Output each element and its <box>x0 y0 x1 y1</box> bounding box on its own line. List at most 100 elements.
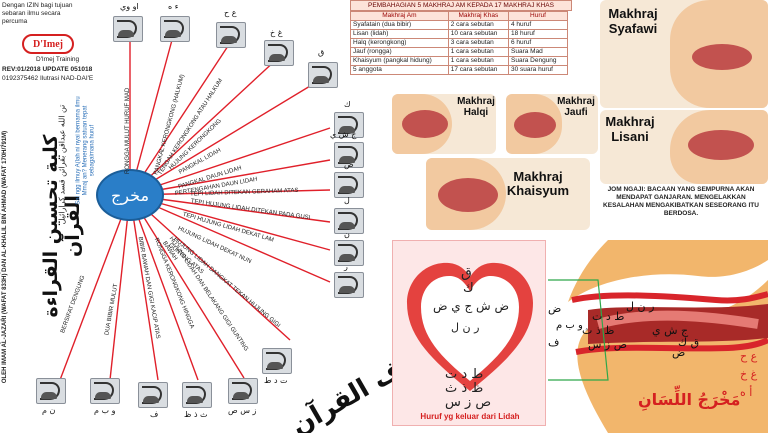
mouth-thumbnail <box>334 142 364 168</box>
halqi-illustration <box>392 94 496 154</box>
table-header-row: Makhraj Am Makhraj Khas Huruf <box>350 11 568 21</box>
tongue-label: أ ه <box>740 386 753 399</box>
tongue-title: مَخْرَجُ اللِّسَانِ <box>638 390 741 409</box>
table-cell: Syafatain (dua bibir) <box>350 20 449 30</box>
thumb-letters: او وي <box>120 2 139 11</box>
khaisyum-illustration <box>426 158 590 230</box>
lisani-title: Makhraj Lisani <box>605 114 655 144</box>
tongue-illustration <box>548 240 768 433</box>
table-cell: Jauf (rongga) <box>350 47 449 57</box>
tongue-label: ع ح <box>740 350 758 363</box>
thumb-letters: ق <box>318 48 325 57</box>
syafawi-illustration <box>600 0 768 108</box>
tongue-label: غ خ <box>740 368 758 381</box>
mouth-thumbnail <box>90 378 120 404</box>
heart-letter: ض ش ج ي ض <box>432 299 510 313</box>
table-cell: 30 suara huruf <box>508 65 568 75</box>
table-cell: 4 huruf <box>508 20 568 30</box>
logo: D'Imej <box>22 34 74 54</box>
jaufi-illustration <box>506 94 598 154</box>
jaufi-title: Makhraj Jaufi <box>557 96 595 118</box>
permission-note: Dengan IZIN bagi tujuan sebaran ilmu sec… <box>2 2 73 25</box>
table-header: Makhraj Khas <box>447 11 510 21</box>
tongue-label: ظ ذ ث <box>582 324 615 337</box>
thumb-letters: ل <box>344 196 350 205</box>
tongue-label: ص ز س <box>588 338 628 351</box>
heart-letter: ص ز س <box>445 395 492 410</box>
thumb-letters: و ب م <box>94 406 116 415</box>
mouth-thumbnail <box>334 208 364 234</box>
thumb-letters: ن <box>344 230 350 239</box>
mouth-thumbnail <box>262 348 292 374</box>
heart-letter: ر ن ل <box>451 321 480 334</box>
heart-shape <box>407 262 533 391</box>
table-cell: 5 anggota <box>350 65 449 75</box>
mouth-thumbnail <box>36 378 66 404</box>
table-cell: Halq (kerongkong) <box>350 38 449 48</box>
thumb-letters: ث ذ ظ <box>184 410 208 419</box>
logo-text: D'Imej <box>33 38 63 50</box>
makhraj-hub: مخرج <box>98 171 162 219</box>
table-cell: 18 huruf <box>508 29 568 39</box>
mouth-thumbnail <box>182 382 212 408</box>
thumb-letters: ج ش ي <box>330 130 357 139</box>
tongue-label: ج ش ي <box>652 324 689 337</box>
side-arabic-vertical: تن الله عبداقن بقرائن قسد كرارائيل <box>57 104 67 225</box>
heart-caption: Huruf yg keluar dari Lidah <box>420 412 520 421</box>
lisani-illustration <box>600 110 768 184</box>
table-cell: 10 cara sebutan <box>447 29 510 39</box>
table-cell: 1 cara sebutan <box>447 47 510 57</box>
mouth-thumbnail <box>138 382 168 408</box>
mouth-thumbnail <box>216 22 246 48</box>
source-vertical-text: DISEDIAKAN OLEH PARA QURRA' (ULAMA TAJWI… <box>0 92 8 421</box>
tongue-label: ض <box>672 346 686 359</box>
mouth-thumbnail <box>308 62 338 88</box>
table-header: Huruf <box>508 11 568 21</box>
table-cell: 1 cara sebutan <box>447 56 510 66</box>
syafawi-title: Makhraj Syafawi <box>608 6 658 36</box>
heart-letter: ط د ت <box>445 367 484 382</box>
org-name: D'Imej Training <box>36 56 80 63</box>
table-cell: Suara Dengung <box>508 56 568 66</box>
heart-panel: ق ك ض ش ج ي ض ر ن ل ط د ت ظ ذ ث ص ز س Hu… <box>392 240 546 426</box>
hub-label: مخرج <box>110 185 150 205</box>
mouth-thumbnail <box>160 16 190 42</box>
thumb-letters: ر <box>344 262 348 271</box>
mouth-thumbnail <box>334 272 364 298</box>
thumb-letters: ف <box>150 410 159 419</box>
makhraj-table-panel: PEMBAHAGIAN 5 MAKHRAJ AM KEPADA 17 MAKHR… <box>350 0 572 75</box>
thumb-letters: ن م <box>42 406 56 415</box>
tongue-label: ر ن ل <box>626 300 655 313</box>
mouth-thumbnail <box>113 16 143 42</box>
tongue-panel: ر ن ل ط د ت ظ ذ ث ص ز س ج ش ي ض ق ك ع ح … <box>548 240 768 433</box>
mouth-thumbnail <box>334 172 364 198</box>
phone-credit: 0192375462 Ilutrasi NAD-DAI'E <box>2 75 94 82</box>
mouth-thumbnail <box>264 40 294 66</box>
table-cell: Suara Mad <box>508 47 568 57</box>
thumb-letters: ع ح <box>224 8 237 17</box>
revision: REV:01/2018 UPDATE 051018 <box>2 66 93 73</box>
tongue-label: ض <box>548 302 562 315</box>
spoke-label: DUA BIBIR MULUT <box>104 283 120 336</box>
thumb-letters: ك <box>344 100 351 109</box>
table-header: Makhraj Am <box>350 11 449 21</box>
table-cell: 17 cara sebutan <box>447 65 510 75</box>
jom-ngaji-text: JOM NGAJI: BACAAN YANG SEMPURNA AKAN MEN… <box>603 186 759 217</box>
table-cell: 6 huruf <box>508 38 568 48</box>
thumb-letters: ز س ص <box>228 406 257 415</box>
mouth-thumbnail <box>334 240 364 266</box>
table-cell: Khaisyum (pangkal hidung) <box>350 56 449 66</box>
heart-letter: ق <box>461 265 472 281</box>
mouth-thumbnail <box>334 112 364 138</box>
thumb-letters: ء ه <box>168 2 179 11</box>
halqi-title: Makhraj Halqi <box>457 96 495 118</box>
makhraj-table: Makhraj Am Makhraj Khas Huruf Syafatain … <box>350 11 568 75</box>
tongue-label: و ب م <box>556 320 583 331</box>
heart-letter: ك <box>463 281 474 296</box>
